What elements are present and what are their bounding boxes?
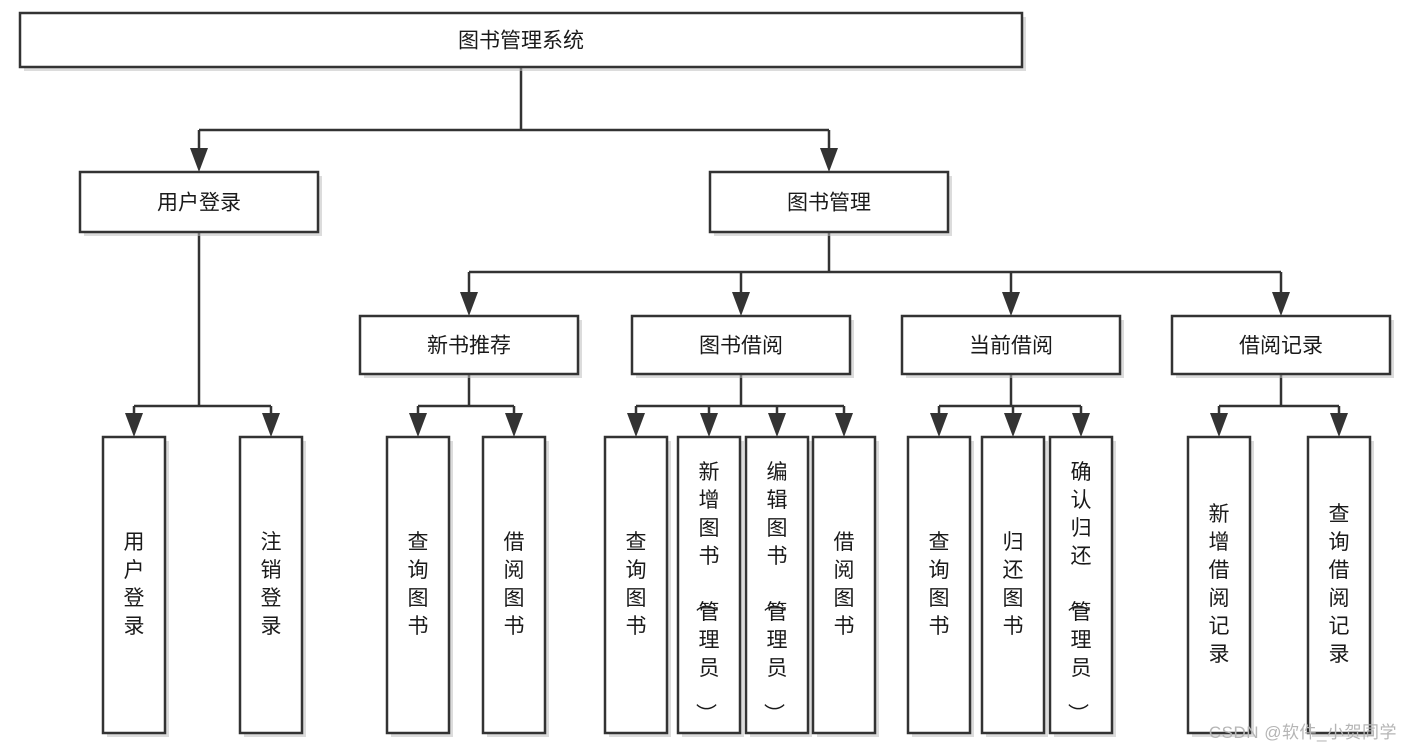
node-box[interactable]	[811, 435, 877, 735]
node-label: 借阅图书	[504, 531, 525, 638]
node-box[interactable]	[708, 170, 950, 234]
node-box[interactable]	[18, 11, 1024, 69]
node-label: 用户登录	[157, 192, 241, 215]
node-box[interactable]	[900, 314, 1122, 376]
node-current-borrow[interactable]: 当前借阅	[900, 314, 1124, 378]
node-new-book-rec[interactable]: 新书推荐	[358, 314, 582, 378]
node-label: 新增借阅记录	[1209, 503, 1230, 666]
node-box[interactable]	[101, 435, 167, 735]
node-leaf-query-book-1[interactable]: 查询图书	[385, 435, 453, 737]
node-leaf-borrow-book-1[interactable]: 借阅图书	[481, 435, 549, 737]
node-box[interactable]	[603, 435, 669, 735]
node-box[interactable]	[906, 435, 972, 735]
node-label: 图书管理系统	[458, 30, 584, 53]
node-label: 归还图书	[1003, 531, 1024, 638]
node-box[interactable]	[385, 435, 451, 735]
node-box[interactable]	[78, 170, 320, 234]
node-label: 查询图书	[408, 531, 429, 638]
node-user-login[interactable]: 用户登录	[78, 170, 322, 236]
node-box[interactable]	[744, 435, 810, 735]
node-box[interactable]	[630, 314, 852, 376]
node-leaf-query-book-2[interactable]: 查询图书	[603, 435, 671, 737]
node-label: 注销登录	[261, 531, 282, 638]
node-box[interactable]	[1306, 435, 1372, 735]
node-book-manage[interactable]: 图书管理	[708, 170, 952, 236]
node-leaf-borrow-book-2[interactable]: 借阅图书	[811, 435, 879, 737]
node-label: 编辑图书（管理员）	[762, 461, 788, 724]
node-label: 新书推荐	[427, 335, 511, 358]
node-leaf-add-book[interactable]: 新增图书（管理员）	[676, 435, 744, 737]
node-box[interactable]	[238, 435, 304, 735]
node-label: 借阅图书	[834, 531, 855, 638]
node-leaf-query-book-3[interactable]: 查询图书	[906, 435, 974, 737]
edges-layer	[125, 67, 1348, 437]
node-label: 查询图书	[626, 531, 647, 638]
node-leaf-return-book[interactable]: 归还图书	[980, 435, 1048, 737]
nodes-layer: 图书管理系统用户登录图书管理新书推荐图书借阅当前借阅借阅记录用户登录注销登录查询…	[18, 11, 1394, 737]
node-box[interactable]	[676, 435, 742, 735]
node-label: 查询借阅记录	[1329, 503, 1350, 666]
node-box[interactable]	[1186, 435, 1252, 735]
node-label: 用户登录	[124, 531, 145, 638]
node-box[interactable]	[1170, 314, 1392, 376]
node-box[interactable]	[481, 435, 547, 735]
node-root[interactable]: 图书管理系统	[18, 11, 1026, 71]
node-label: 当前借阅	[969, 335, 1053, 358]
node-borrow-record[interactable]: 借阅记录	[1170, 314, 1394, 378]
node-label: 查询图书	[929, 531, 950, 638]
node-leaf-add-record[interactable]: 新增借阅记录	[1186, 435, 1254, 737]
node-label: 新增图书（管理员）	[694, 461, 720, 724]
node-leaf-edit-book[interactable]: 编辑图书（管理员）	[744, 435, 812, 737]
node-leaf-confirm-return[interactable]: 确认归还（管理员）	[1048, 435, 1116, 737]
node-label: 确认归还（管理员）	[1066, 461, 1092, 724]
node-leaf-logout[interactable]: 注销登录	[238, 435, 306, 737]
node-label: 图书借阅	[699, 335, 783, 358]
node-leaf-user-login[interactable]: 用户登录	[101, 435, 169, 737]
node-book-borrow[interactable]: 图书借阅	[630, 314, 854, 378]
node-label: 借阅记录	[1239, 335, 1323, 358]
node-leaf-query-record[interactable]: 查询借阅记录	[1306, 435, 1374, 737]
node-box[interactable]	[358, 314, 580, 376]
node-box[interactable]	[1048, 435, 1114, 735]
node-box[interactable]	[980, 435, 1046, 735]
node-label: 图书管理	[787, 192, 871, 215]
